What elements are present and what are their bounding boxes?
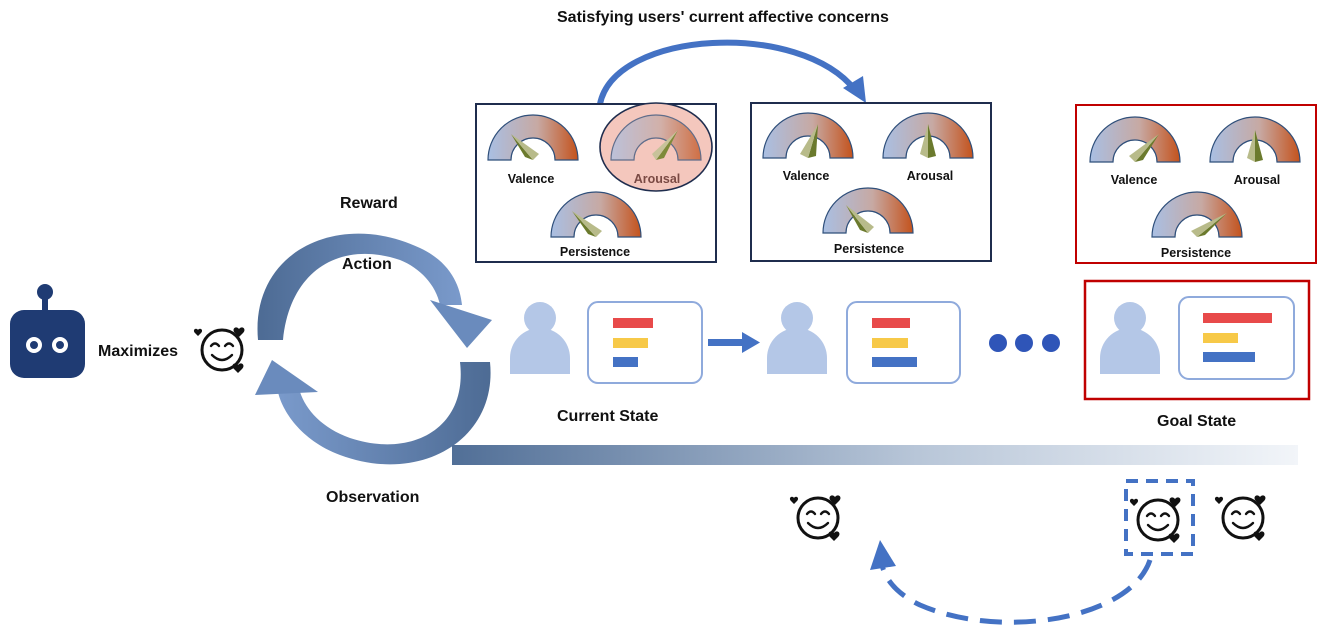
bar-blue — [1203, 352, 1255, 362]
persistence-label: Persistence — [559, 245, 631, 259]
observation-arrow — [255, 360, 491, 465]
bar-blue — [872, 357, 917, 367]
bar-red — [872, 318, 910, 328]
gauge-valence-3 — [1089, 116, 1181, 163]
action-arrow — [257, 233, 492, 348]
goal-state-label: Goal State — [1157, 413, 1237, 430]
bar-red — [1203, 313, 1272, 323]
gauge-valence-2 — [762, 112, 854, 159]
transition-arrow — [708, 332, 760, 353]
arousal-label: Arousal — [633, 172, 681, 186]
gauge-arousal-2 — [882, 112, 974, 159]
top-caption: Satisfying users' current affective conc… — [557, 9, 889, 26]
bar-blue — [613, 357, 638, 367]
top-curved-arrow — [597, 39, 866, 105]
reward-label: Reward — [340, 195, 398, 212]
smiley-face-icon — [788, 493, 842, 543]
robot-icon — [10, 284, 85, 378]
gauge-persistence-3 — [1151, 191, 1243, 238]
bar-yellow — [1203, 333, 1238, 343]
gauge-persistence-2 — [822, 187, 914, 234]
valence-label: Valence — [507, 172, 555, 186]
person-icon-next — [767, 302, 827, 374]
trajectory-bar — [452, 445, 1298, 465]
gauge-arousal-1 — [610, 114, 702, 161]
valence-label: Valence — [782, 169, 830, 183]
ellipsis-dots — [989, 334, 1060, 352]
valence-label: Valence — [1110, 173, 1158, 187]
gauge-valence-1 — [487, 114, 579, 161]
persistence-label: Persistence — [1160, 246, 1232, 260]
persistence-label: Persistence — [833, 242, 905, 256]
bar-yellow — [872, 338, 908, 348]
selected-smiley-frame — [1124, 479, 1195, 556]
action-label: Action — [342, 256, 392, 273]
smiley-face-icon — [1128, 495, 1182, 545]
gauge-arousal-3 — [1209, 116, 1301, 163]
arousal-label: Arousal — [906, 169, 954, 183]
bar-yellow — [613, 338, 648, 348]
dashed-return-arrow — [870, 540, 1153, 625]
smiley-face-icon — [1213, 493, 1267, 543]
observation-label: Observation — [326, 489, 420, 506]
bar-red — [613, 318, 653, 328]
maximizes-label: Maximizes — [98, 343, 179, 360]
smiley-face-icon — [192, 325, 246, 375]
gauge-persistence-1 — [550, 191, 642, 238]
arousal-label: Arousal — [1233, 173, 1281, 187]
current-state-label: Current State — [557, 408, 659, 425]
person-icon-current — [510, 302, 570, 374]
